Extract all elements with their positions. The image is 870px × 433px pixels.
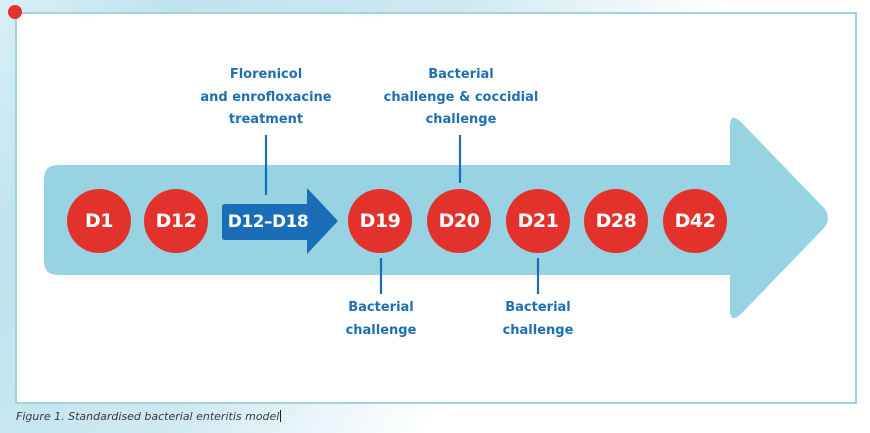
day-marker-d19: D19 bbox=[348, 189, 412, 253]
day-marker-d28: D28 bbox=[584, 189, 648, 253]
annotation-line: challenge bbox=[345, 322, 417, 338]
annotation-d19: Bacterial challenge bbox=[311, 297, 451, 342]
figure-caption[interactable]: Figure 1. Standardised bacterial enterit… bbox=[16, 410, 282, 423]
day-marker-d1: D1 bbox=[67, 189, 131, 253]
day-marker-d12: D12 bbox=[144, 189, 208, 253]
annotation-line: challenge & coccidial bbox=[383, 89, 539, 105]
corner-dot bbox=[8, 5, 22, 19]
annotation-line: Bacterial bbox=[505, 300, 571, 315]
annotation-line: treatment bbox=[228, 112, 304, 127]
day-marker-d21: D21 bbox=[506, 189, 570, 253]
period-arrow bbox=[222, 188, 338, 254]
day-marker-d20: D20 bbox=[427, 189, 491, 253]
caption-text: Figure 1. Standardised bacterial enterit… bbox=[16, 410, 280, 423]
annotation-d21: Bacterial challenge bbox=[468, 297, 608, 342]
period-label: D12–D18 bbox=[227, 212, 309, 232]
text-cursor bbox=[280, 410, 282, 422]
annotation-line: challenge bbox=[425, 112, 497, 127]
annotation-d20: Bacterial challenge & coccidial challeng… bbox=[356, 64, 566, 132]
day-marker-d42: D42 bbox=[663, 189, 727, 253]
annotation-line: Florenicol bbox=[229, 67, 303, 82]
annotation-line: challenge bbox=[502, 322, 574, 338]
annotation-treatment: Florenicol and enrofloxacine treatment bbox=[166, 64, 366, 132]
annotation-line: and enrofloxacine bbox=[200, 89, 332, 105]
annotation-line: Bacterial bbox=[348, 300, 414, 315]
annotation-line: Bacterial bbox=[428, 67, 494, 82]
